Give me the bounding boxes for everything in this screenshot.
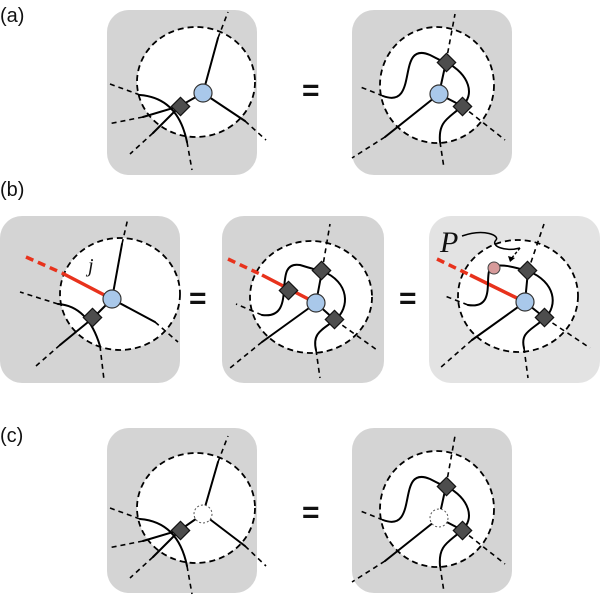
- panel-label-a: (a): [0, 5, 24, 27]
- diamond-node: [452, 96, 473, 117]
- diamond-node: [452, 520, 473, 541]
- diamond-node: [436, 476, 457, 497]
- blue-node: [193, 83, 213, 103]
- diamond-node: [311, 260, 332, 281]
- blue-node: [102, 289, 122, 309]
- empty-node: [193, 504, 213, 524]
- panel-a-right-tile: [351, 10, 512, 175]
- symbol-j: j: [85, 255, 94, 277]
- equals-sign-b2: =: [399, 282, 417, 315]
- symbol-P: P: [439, 226, 458, 259]
- p-dot: [487, 261, 501, 275]
- panel-label-b: (b): [0, 179, 24, 201]
- panel-b-middle-tile: [222, 216, 384, 383]
- diamond-node: [324, 309, 345, 330]
- panel-a-left-tile: [107, 10, 267, 175]
- panel-c-left-tile: [107, 428, 267, 595]
- diamond-node: [170, 96, 191, 117]
- blue-node: [306, 293, 326, 313]
- equals-sign-a: =: [302, 74, 320, 107]
- panel-label-c: (c): [0, 425, 23, 447]
- diamond-node: [436, 52, 457, 73]
- diamond-node: [170, 520, 191, 541]
- equals-sign-b1: =: [189, 282, 207, 315]
- diamond-node: [517, 260, 538, 281]
- diamond-node: [534, 307, 555, 328]
- diamond-node: [82, 307, 103, 328]
- blue-node: [429, 84, 449, 104]
- panel-b-left-tile: j: [0, 216, 181, 383]
- diamond-node: [278, 280, 299, 301]
- panel-b-right-tile: P: [429, 216, 600, 383]
- empty-node: [429, 508, 449, 528]
- panel-c-right-tile: [351, 428, 512, 593]
- blue-node: [515, 292, 535, 312]
- equals-sign-c: =: [302, 496, 320, 529]
